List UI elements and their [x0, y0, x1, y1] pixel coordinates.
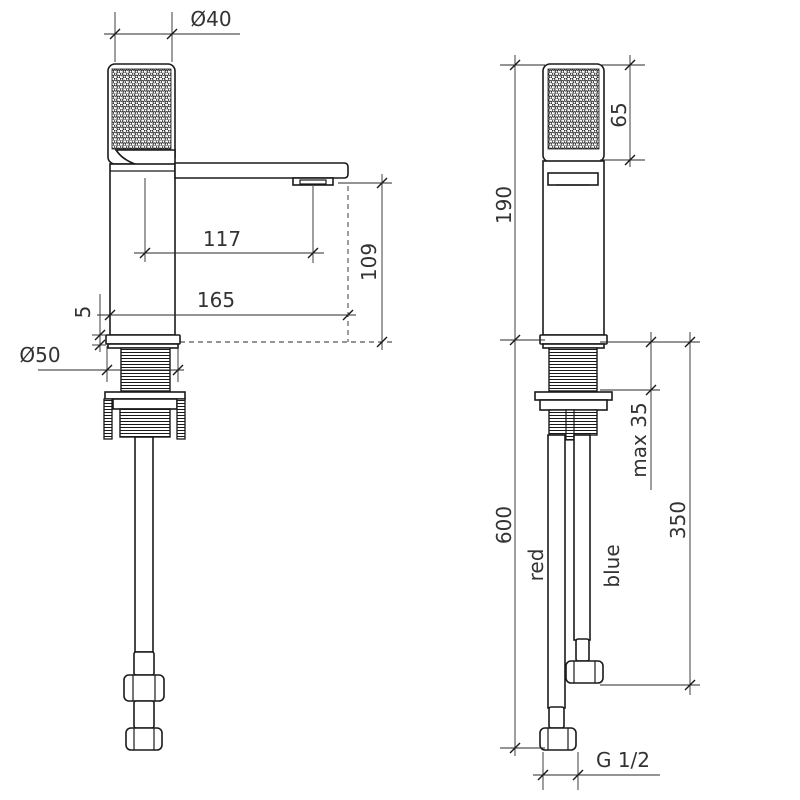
side-base-flange — [539, 334, 608, 345]
dim-label-hose-length: 600 — [492, 506, 516, 544]
dim-tick — [376, 177, 388, 189]
dim-label-connection: G 1/2 — [596, 748, 650, 772]
side-view: red blue — [524, 63, 624, 751]
dim-tick — [307, 247, 319, 259]
dim-label-flange-height: 5 — [71, 306, 95, 319]
dim-label-handle-height: 65 — [607, 102, 631, 127]
aerator-insert — [299, 179, 327, 185]
fixing-bolt-right — [176, 398, 186, 440]
mounting-washer — [112, 398, 178, 410]
mounting-plate — [104, 391, 186, 400]
dim-tick — [376, 336, 388, 348]
dim-label-handle-diameter: Ø40 — [190, 7, 231, 31]
dim-label-blue-hose-length: 350 — [666, 501, 690, 539]
side-body — [542, 160, 605, 336]
blue-hex-nut — [565, 660, 604, 684]
dim-label-spout-reach: 165 — [197, 288, 235, 312]
dim-tick — [645, 384, 657, 396]
dim-label-spout-height: 109 — [357, 243, 381, 281]
base-flange — [105, 334, 181, 345]
side-knurled-grip — [547, 68, 600, 150]
dim-label-spout-to-center: 117 — [203, 227, 241, 251]
aerator — [292, 177, 334, 186]
hose-red — [547, 434, 566, 709]
side-mounting-plate — [534, 391, 613, 401]
fixing-bolt-left — [103, 398, 113, 440]
dim-label-body-height: 190 — [492, 186, 516, 224]
front-handle — [107, 63, 176, 167]
side-center-stud — [565, 409, 575, 441]
blue-hose-ferrule — [575, 638, 590, 662]
front-dimensions: Ø40 117 165 109 5 Ø50 — [19, 7, 392, 382]
dim-tick — [104, 309, 116, 321]
dim-label-max-deck: max 35 — [627, 402, 651, 477]
threaded-shank — [120, 347, 171, 392]
dim-tick — [684, 679, 696, 691]
dim-tick — [624, 59, 636, 71]
dim-tick — [166, 28, 178, 40]
dim-tick — [645, 336, 657, 348]
dim-tick — [94, 339, 106, 351]
dim-tick — [509, 742, 521, 754]
dim-label-base-diameter: Ø50 — [19, 343, 60, 367]
side-dimensions: 190 600 65 max 35 350 G 1/2 — [492, 55, 700, 790]
dim-tick — [624, 154, 636, 166]
front-hose — [134, 436, 154, 653]
hose-label-red: red — [524, 549, 548, 582]
front-body — [109, 163, 176, 336]
dim-tick — [537, 769, 549, 781]
fixing-nut — [119, 408, 171, 438]
hose-ferrule-lower — [133, 700, 155, 729]
dim-tick — [572, 769, 584, 781]
dim-tick — [101, 364, 113, 376]
dim-tick — [139, 247, 151, 259]
dim-tick — [509, 59, 521, 71]
red-hex-nut — [539, 727, 577, 751]
dim-tick — [509, 334, 521, 346]
hex-nut-upper — [123, 674, 165, 702]
side-mounting-washer — [539, 399, 608, 411]
hose-ferrule-upper — [133, 651, 155, 676]
dim-tick — [684, 336, 696, 348]
dim-tick — [94, 329, 106, 341]
side-aerator — [547, 172, 599, 186]
red-hose-ferrule — [548, 706, 565, 729]
dim-tick — [109, 28, 121, 40]
side-threaded-shank — [548, 347, 598, 392]
spout — [174, 162, 349, 179]
dim-tick — [172, 364, 184, 376]
hex-nut-lower — [125, 727, 163, 751]
knurled-grip — [111, 68, 172, 150]
hose-label-blue: blue — [600, 544, 624, 587]
hose-blue — [573, 434, 591, 641]
front-view — [103, 63, 349, 751]
